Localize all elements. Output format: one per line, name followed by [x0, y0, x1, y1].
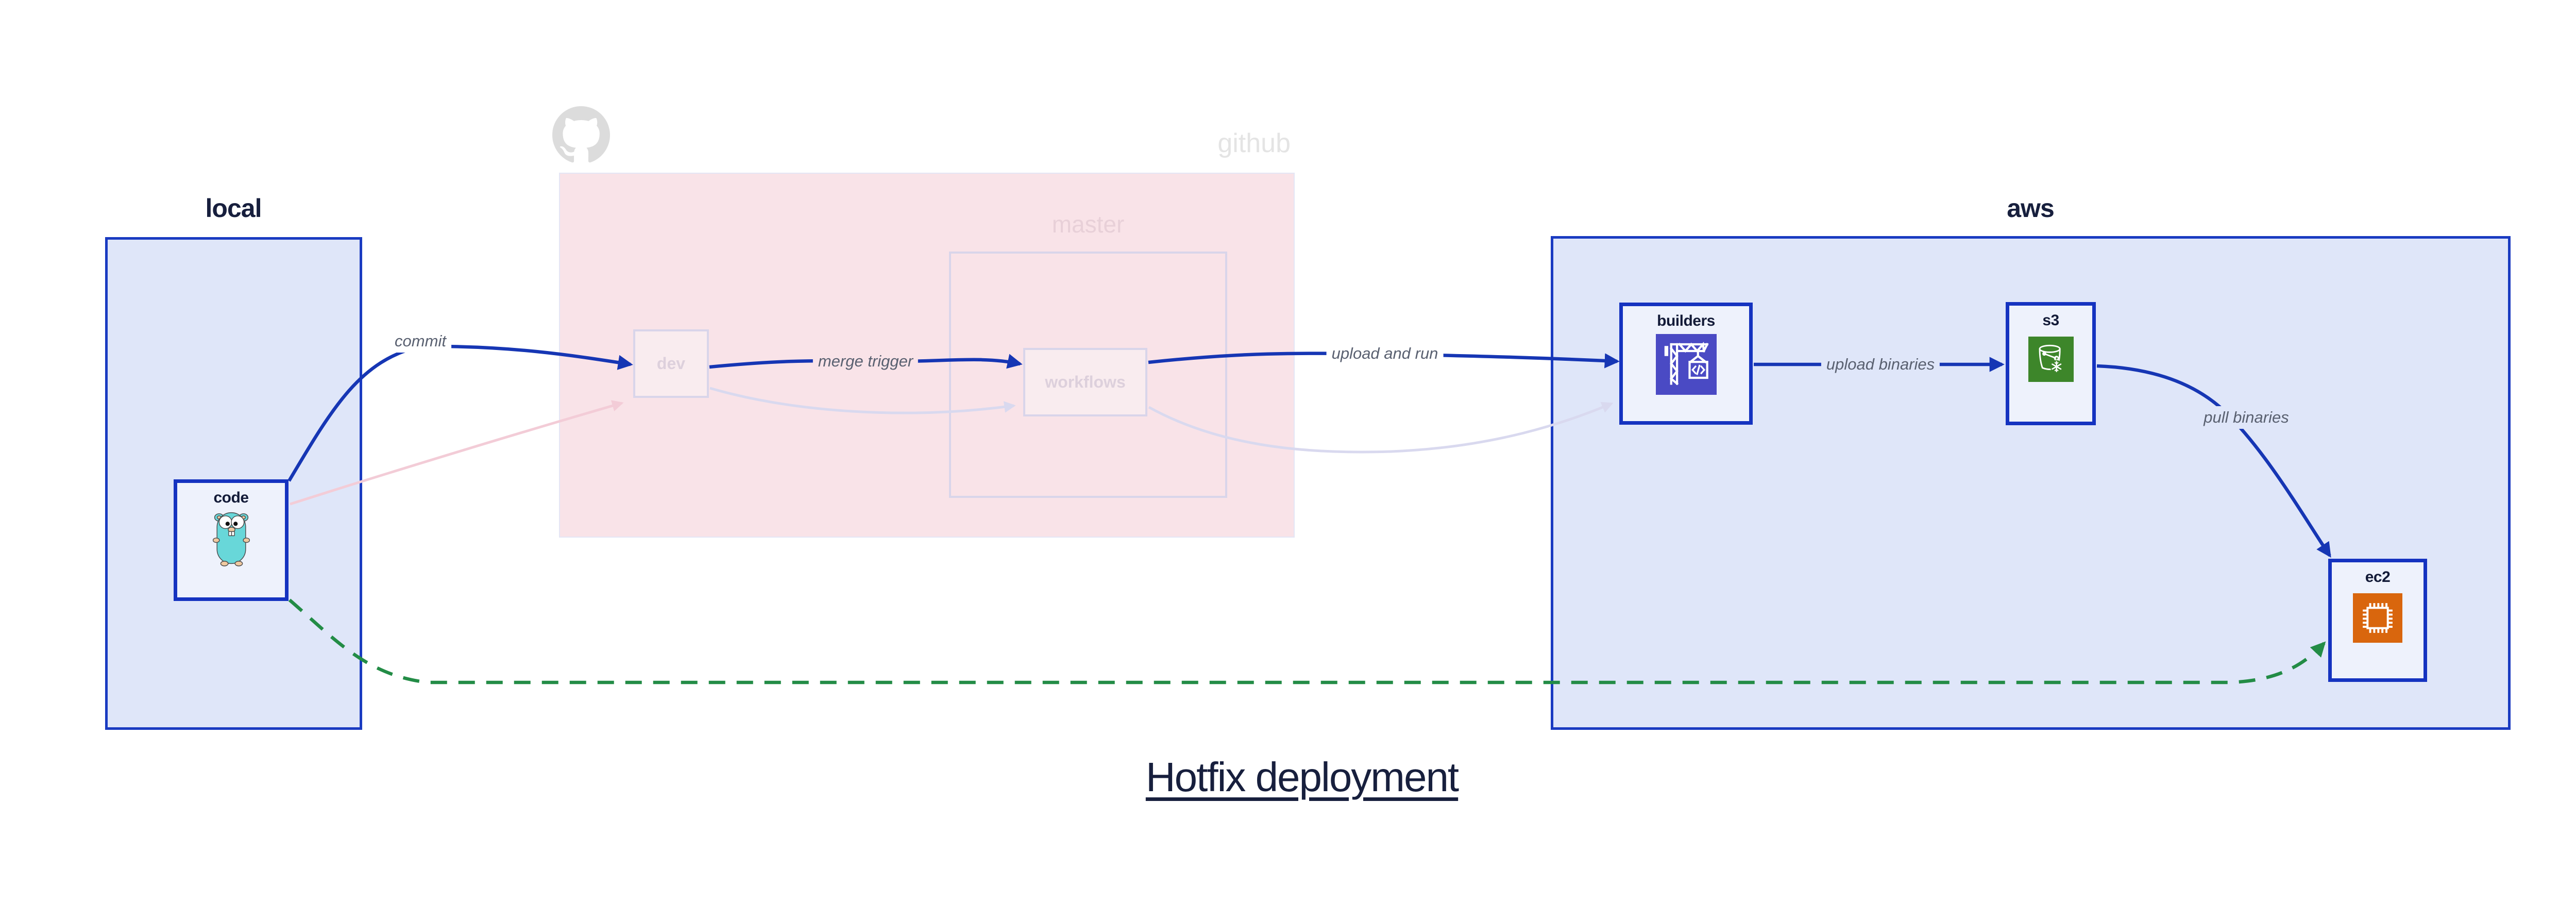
ec2-chip-icon [2353, 593, 2402, 643]
codebuild-crane-icon [1655, 334, 1717, 395]
builders-node-label: builders [1657, 312, 1715, 329]
builders-node: builders [1619, 303, 1753, 425]
dev-node-label: dev [656, 354, 686, 373]
workflows-node-label: workflows [1045, 373, 1126, 391]
s3-node-label: s3 [2042, 312, 2059, 329]
github-octocat-icon [552, 106, 610, 163]
master-branch-box [949, 252, 1227, 498]
ec2-node-label: ec2 [2365, 569, 2391, 586]
local-region-label: local [205, 194, 262, 223]
gopher-icon [212, 510, 250, 566]
diagram-title: Hotfix deployment [1145, 754, 1459, 800]
edge-label-upload-and-run: upload and run [1326, 342, 1444, 365]
workflows-node: workflows [1023, 348, 1147, 416]
dev-node: dev [633, 329, 709, 398]
edge-label-pull-binaries: pull binaries [2198, 406, 2294, 429]
master-branch-label: master [1052, 211, 1125, 238]
edge-label-commit: commit [389, 330, 451, 353]
s3-node: s3 [2006, 302, 2096, 425]
github-region-label: github [1217, 128, 1291, 158]
edge-label-merge-trigger: merge trigger [812, 350, 919, 373]
code-node-label: code [213, 489, 249, 506]
aws-region-label: aws [2007, 194, 2055, 223]
s3-glacier-bucket-icon [2028, 337, 2074, 382]
ec2-node: ec2 [2328, 559, 2427, 682]
edge-label-upload-binaries: upload binaries [1821, 353, 1940, 376]
code-node: code [174, 479, 289, 601]
